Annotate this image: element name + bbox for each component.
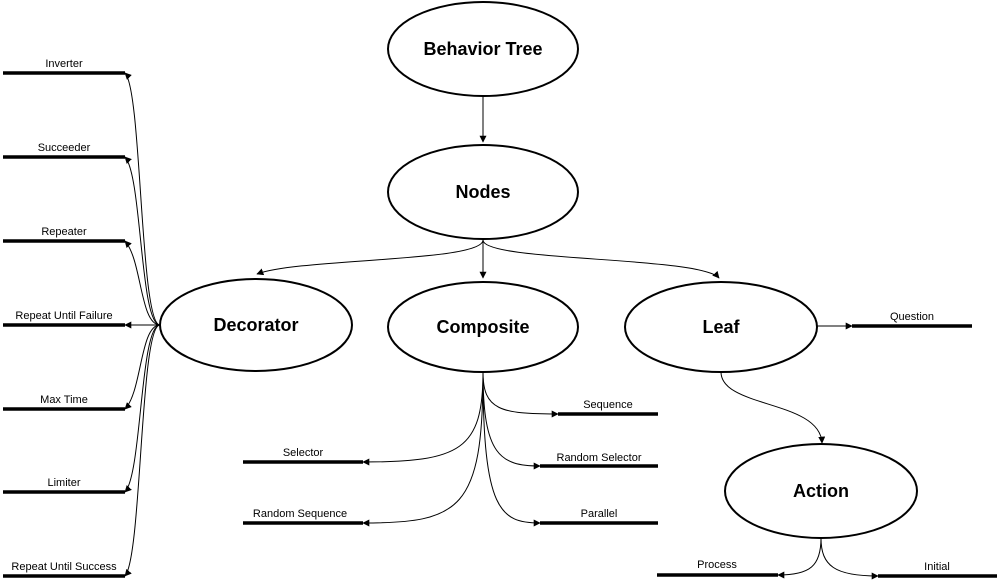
edge-nodes-to-leaf	[482, 239, 720, 279]
edge-action-to-initial	[820, 537, 879, 580]
node-behavior-tree: Behavior Tree	[387, 1, 579, 97]
parallel-label: Parallel	[581, 508, 618, 520]
initial-label: Initial	[924, 561, 950, 573]
edge-decorator-to-succeeder	[124, 156, 161, 326]
decorator-child-repeat-until-success: Repeat Until Success	[3, 561, 125, 578]
composite-child-random-sequence: Random Sequence	[243, 508, 363, 525]
decorator-child-repeat-until-failure: Repeat Until Failure	[3, 310, 125, 327]
composite-child-selector: Selector	[243, 447, 363, 464]
edge-action-to-process	[777, 537, 822, 579]
decorator-child-repeater: Repeater	[3, 226, 125, 243]
repeater-label: Repeater	[41, 226, 87, 238]
node-action-label: Action	[793, 481, 849, 501]
node-composite: Composite	[387, 281, 579, 373]
action-child-initial: Initial	[878, 561, 997, 578]
edge-decorator-to-repeat-until-success	[124, 324, 161, 577]
edge-decorator-to-inverter	[124, 72, 161, 326]
node-composite-label: Composite	[436, 317, 529, 337]
composite-child-sequence: Sequence	[558, 399, 658, 416]
edge-composite-to-parallel	[482, 371, 541, 527]
action-child-process: Process	[657, 559, 778, 577]
node-nodes-label: Nodes	[455, 182, 510, 202]
edges	[124, 72, 879, 580]
random-sequence-label: Random Sequence	[253, 508, 347, 520]
node-leaf: Leaf	[624, 281, 818, 373]
decorator-child-limiter: Limiter	[3, 477, 125, 494]
leaf-child-question: Question	[852, 311, 972, 328]
edge-composite-to-random-sequence	[362, 371, 484, 527]
edge-composite-to-selector	[362, 371, 484, 466]
decorator-child-succeeder: Succeeder	[3, 142, 125, 159]
selector-label: Selector	[283, 447, 324, 459]
node-behavior-tree-label: Behavior Tree	[423, 39, 542, 59]
composite-child-random-selector: Random Selector	[540, 452, 658, 468]
decorator-child-inverter: Inverter	[3, 58, 125, 75]
decorator-child-max-time: Max Time	[3, 394, 125, 411]
question-label: Question	[890, 311, 934, 323]
repeat-until-failure-label: Repeat Until Failure	[15, 310, 112, 322]
edge-decorator-to-repeater	[124, 240, 161, 326]
edge-composite-to-random-selector	[482, 371, 541, 470]
composite-child-parallel: Parallel	[540, 508, 658, 525]
limiter-label: Limiter	[47, 477, 80, 489]
edge-decorator-to-max-time	[124, 324, 161, 410]
process-label: Process	[697, 559, 737, 571]
edge-composite-to-sequence	[482, 371, 559, 418]
node-action: Action	[724, 443, 918, 539]
node-decorator-label: Decorator	[213, 315, 298, 335]
node-nodes: Nodes	[387, 144, 579, 240]
edge-nodes-to-decorator	[256, 239, 484, 276]
node-leaf-label: Leaf	[702, 317, 740, 337]
inverter-label: Inverter	[45, 58, 83, 70]
edge-leaf-to-action	[720, 371, 826, 444]
random-selector-label: Random Selector	[557, 452, 642, 464]
max-time-label: Max Time	[40, 394, 88, 406]
succeeder-label: Succeeder	[38, 142, 91, 154]
sequence-label: Sequence	[583, 399, 633, 411]
repeat-until-success-label: Repeat Until Success	[11, 561, 117, 573]
node-decorator: Decorator	[159, 278, 353, 372]
edge-decorator-to-limiter	[124, 324, 161, 493]
